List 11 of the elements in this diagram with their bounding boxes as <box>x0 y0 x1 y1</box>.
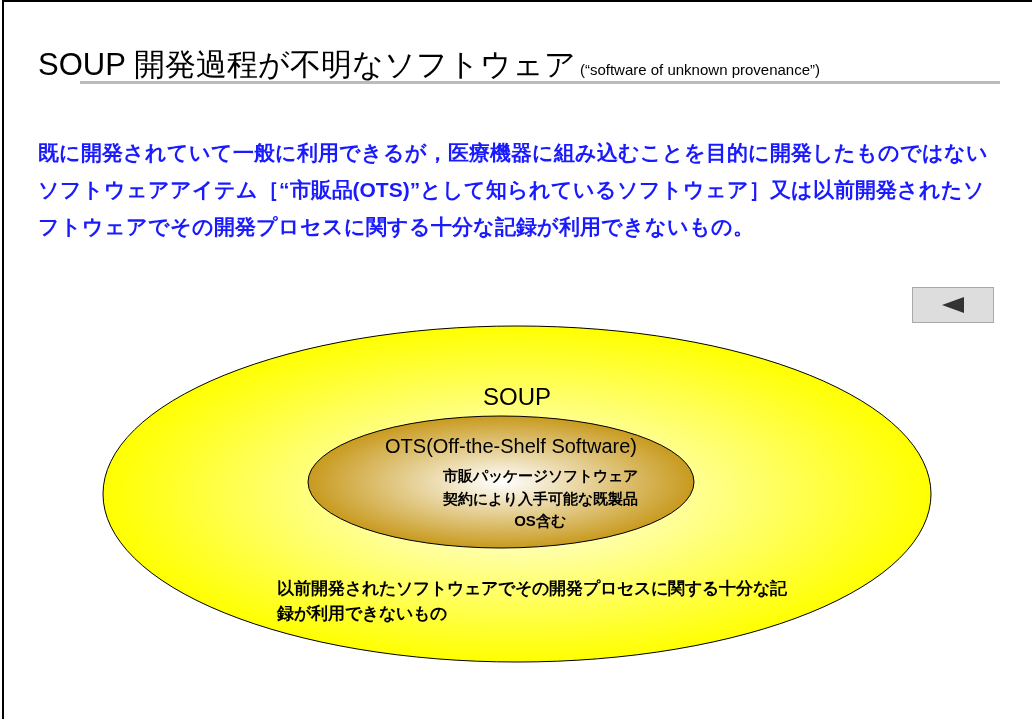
title-subtitle: (“software of unknown provenance”) <box>579 61 821 78</box>
ellipse-text: 契約により入手可能な既製品 <box>442 490 638 509</box>
ellipse-text: OS含む <box>514 512 566 531</box>
ellipse-title: SOUP <box>483 383 551 411</box>
ellipse-title: OTS(Off-the-Shelf Software) <box>385 435 637 458</box>
outer-ellipse <box>102 325 932 663</box>
definition-text: 既に開発されていて一般に利用できるが，医療機器に組み込むことを目的に開発したものではないソフトウェアアイテム［“市販品(OTS)”として知られているソフトウェア］又は以前開発されたソフトウェアでその開発プロセスに関する十分な記録が利用できないもの。 <box>38 140 989 241</box>
ellipse-text: 以前開発されたソフトウェアでその開発プロセスに関する十分な記録が利用できないもの <box>277 578 788 625</box>
ellipse-text: 市販パッケージソフトウェア <box>442 467 638 486</box>
inner-ellipse <box>307 415 695 549</box>
slide-title: SOUP 開発過程が不明なソフトウェア <box>38 47 576 82</box>
